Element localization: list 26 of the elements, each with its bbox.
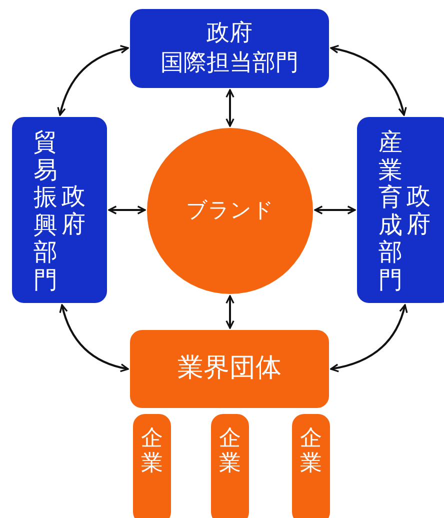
department-box: [357, 117, 444, 303]
node-label: 政府: [406, 183, 432, 239]
node-label: 企業: [299, 426, 323, 477]
node-label: 貿易振興部門: [32, 129, 58, 295]
double-arrow: [108, 206, 146, 214]
company-box: [292, 414, 330, 518]
department-box: [12, 117, 107, 303]
node-label: ブランド: [186, 197, 274, 224]
node-label: 業界団体: [178, 352, 282, 386]
double-arrow: [226, 89, 234, 127]
double-arrow: [330, 304, 408, 372]
double-arrow: [226, 295, 234, 329]
node-label: 国際担当部門: [160, 48, 298, 78]
node-label: 企業: [218, 426, 242, 477]
company-box: [133, 414, 171, 518]
node-label: 政府: [206, 18, 252, 48]
node-label: 企業: [140, 426, 164, 477]
node-label: 政府: [60, 183, 87, 239]
double-arrow: [330, 45, 407, 116]
double-arrow: [60, 304, 129, 372]
node-label: 産業育成部門: [377, 129, 404, 295]
department-box: [130, 9, 329, 88]
company-box: [211, 414, 249, 518]
double-arrow: [314, 206, 356, 214]
double-arrow: [57, 45, 129, 116]
association-box: [130, 330, 329, 408]
